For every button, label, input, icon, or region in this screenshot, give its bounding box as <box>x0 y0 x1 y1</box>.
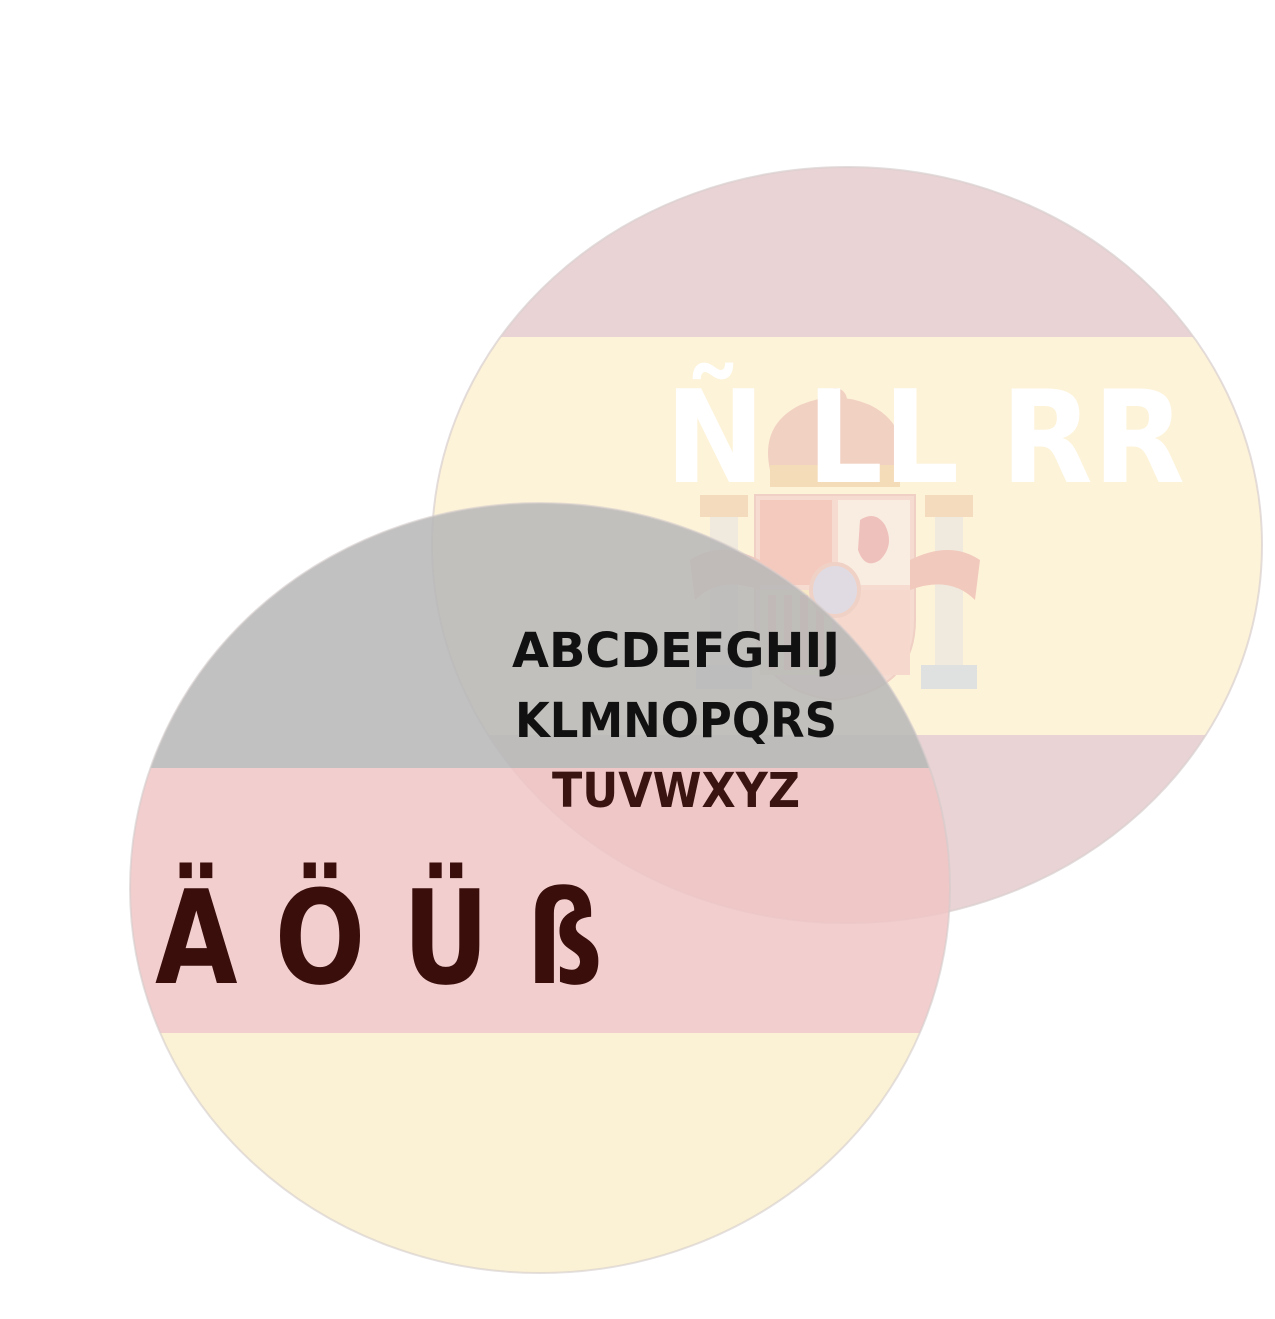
german-label: Ä Ö Ü ß <box>155 862 603 1014</box>
shared-letters-line-2: KLMNOPQRS <box>515 693 837 749</box>
shared-letters-line-3: TUVWXYZ <box>552 763 800 819</box>
german-circle-outline <box>129 502 951 1274</box>
spanish-label: Ñ LL RR <box>665 362 1185 513</box>
shared-letters-line-1: ABCDEFGHIJ <box>512 623 840 679</box>
